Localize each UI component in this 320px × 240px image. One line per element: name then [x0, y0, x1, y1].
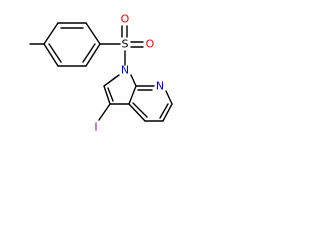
bond: [162, 103, 173, 122]
bond: [128, 103, 146, 122]
molecule-structure: S O O N N I: [29, 13, 173, 134]
bond: [103, 85, 111, 105]
bond: [159, 103, 169, 119]
bond: [98, 103, 111, 121]
sulfur-atom-label: S: [122, 38, 129, 51]
bond-layer: [29, 22, 173, 122]
atom-layer: S O O N N I: [94, 13, 164, 134]
nitrogen-atom-label: N: [156, 80, 164, 93]
iodine-atom-label: I: [94, 121, 97, 134]
bond: [132, 102, 148, 118]
bond: [48, 43, 62, 63]
oxygen-atom-label: O: [121, 13, 130, 26]
bond: [130, 74, 137, 87]
bond: [85, 22, 101, 45]
bond: [165, 90, 173, 105]
nitrogen-atom-label: N: [121, 64, 129, 77]
bond: [128, 85, 137, 105]
bond: [107, 87, 114, 102]
bond: [85, 43, 101, 67]
oxygen-atom-label: O: [146, 38, 155, 51]
bond: [43, 22, 59, 45]
bond: [43, 43, 59, 67]
bond: [82, 43, 96, 63]
bond: [103, 74, 120, 87]
